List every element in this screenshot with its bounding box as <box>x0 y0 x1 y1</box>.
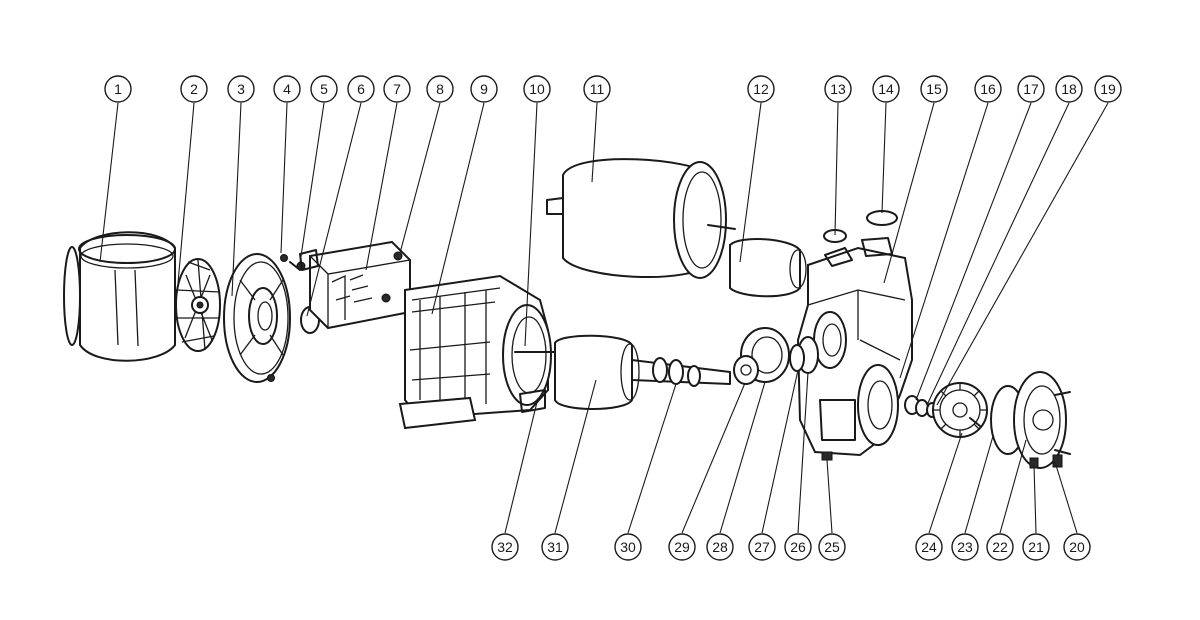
callout-label: 27 <box>754 539 770 555</box>
leader-lines <box>99 102 1109 534</box>
callout-label: 11 <box>590 81 605 97</box>
callout-32: 32 <box>491 533 519 561</box>
cooling-fan <box>175 258 221 352</box>
callout-8: 8 <box>426 75 454 103</box>
callout-25: 25 <box>818 533 846 561</box>
fan-cover <box>63 231 176 362</box>
callout-29: 29 <box>668 533 696 561</box>
callout-label: 4 <box>283 81 291 97</box>
callout-18: 18 <box>1055 75 1083 103</box>
callout-24: 24 <box>915 533 943 561</box>
callout-label: 25 <box>824 539 840 555</box>
motor-housing <box>398 274 552 430</box>
callout-31: 31 <box>541 533 569 561</box>
callout-label: 7 <box>393 81 401 97</box>
callout-16: 16 <box>974 75 1002 103</box>
pump-body <box>796 237 913 457</box>
callout-label: 13 <box>830 81 846 97</box>
tank-connector <box>729 238 807 298</box>
callout-10: 10 <box>523 75 551 103</box>
callout-label: 31 <box>547 539 563 555</box>
callout-label: 32 <box>497 539 513 555</box>
callout-label: 26 <box>790 539 806 555</box>
callout-30: 30 <box>614 533 642 561</box>
callout-label: 6 <box>357 81 365 97</box>
callout-label: 9 <box>480 81 488 97</box>
callout-label: 12 <box>753 81 769 97</box>
callout-label: 15 <box>926 81 942 97</box>
drain-plug <box>821 451 833 461</box>
callout-7: 7 <box>383 75 411 103</box>
parts-drawing <box>63 158 1071 469</box>
callout-4: 4 <box>273 75 301 103</box>
rear-end-bracket <box>223 253 291 383</box>
callout-15: 15 <box>920 75 948 103</box>
callout-11: 11 <box>583 75 611 103</box>
front-cover <box>1013 371 1071 469</box>
callout-2: 2 <box>180 75 208 103</box>
callout-5: 5 <box>310 75 338 103</box>
callout-22: 22 <box>986 533 1014 561</box>
callout-12: 12 <box>747 75 775 103</box>
terminal-box <box>299 240 411 330</box>
shaft-bearings <box>652 357 701 387</box>
callout-3: 3 <box>227 75 255 103</box>
callout-label: 2 <box>190 81 198 97</box>
callout-28: 28 <box>706 533 734 561</box>
callout-6: 6 <box>347 75 375 103</box>
callout-label: 22 <box>992 539 1008 555</box>
callout-label: 23 <box>957 539 973 555</box>
callout-label: 28 <box>712 539 728 555</box>
callout-label: 24 <box>921 539 937 555</box>
callout-label: 19 <box>1100 81 1116 97</box>
callout-label: 20 <box>1069 539 1085 555</box>
callout-19: 19 <box>1094 75 1122 103</box>
callout-label: 16 <box>980 81 996 97</box>
callout-21: 21 <box>1022 533 1050 561</box>
callout-1: 1 <box>104 75 132 103</box>
callout-label: 1 <box>114 81 122 97</box>
callout-20: 20 <box>1063 533 1091 561</box>
callout-label: 17 <box>1023 81 1039 97</box>
callout-14: 14 <box>872 75 900 103</box>
callout-label: 5 <box>320 81 328 97</box>
callout-label: 29 <box>674 539 690 555</box>
callout-label: 30 <box>620 539 636 555</box>
callout-label: 14 <box>878 81 894 97</box>
callout-label: 3 <box>237 81 245 97</box>
rotor-shaft <box>514 334 731 410</box>
impeller <box>932 382 988 438</box>
callout-26: 26 <box>784 533 812 561</box>
callout-13: 13 <box>824 75 852 103</box>
callout-17: 17 <box>1017 75 1045 103</box>
pressure-tank <box>546 158 736 279</box>
filler-cap <box>866 210 898 226</box>
callout-9: 9 <box>470 75 498 103</box>
callout-27: 27 <box>748 533 776 561</box>
callout-label: 10 <box>529 81 545 97</box>
callout-label: 21 <box>1028 539 1044 555</box>
callout-label: 18 <box>1061 81 1077 97</box>
callout-label: 8 <box>436 81 444 97</box>
callout-23: 23 <box>951 533 979 561</box>
